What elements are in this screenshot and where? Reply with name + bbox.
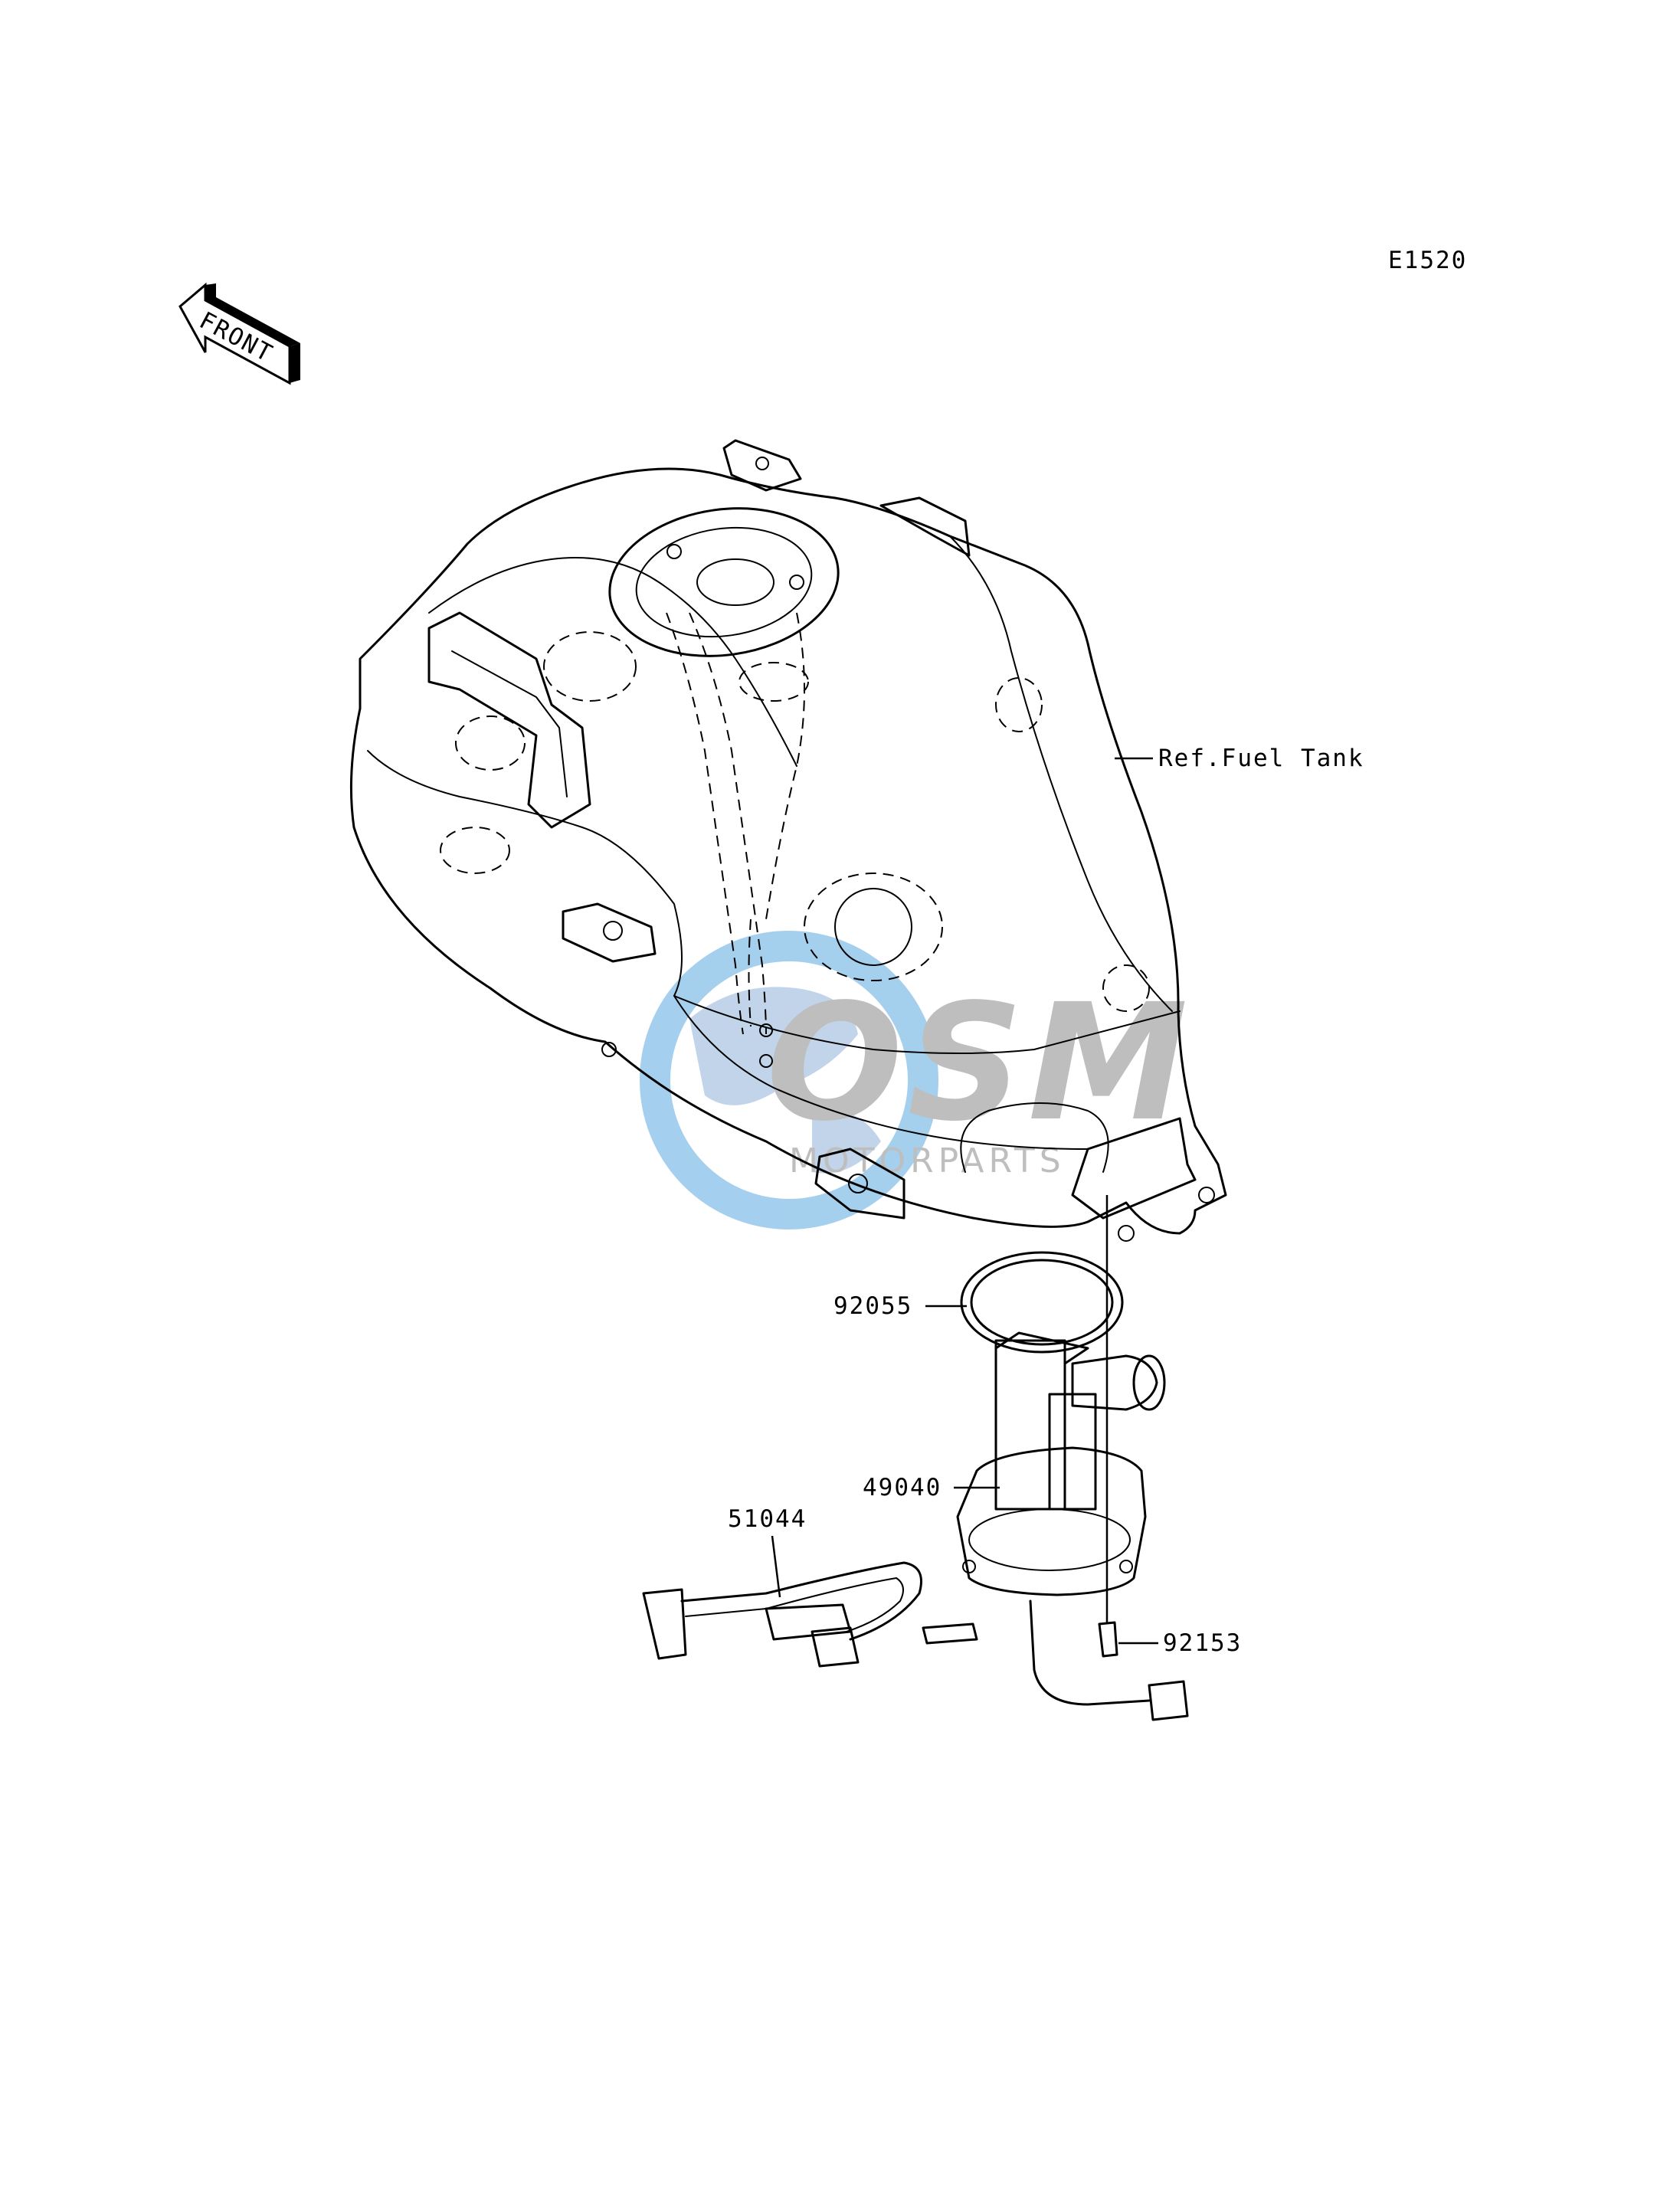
part-92055-label: 92055 (833, 1292, 912, 1320)
watermark-secondary: MOTORPARTS (789, 1141, 1066, 1180)
fuel-hose-drawing (642, 1561, 922, 1668)
ref-fuel-tank-label: Ref.Fuel Tank (1158, 745, 1364, 772)
part-51044-label: 51044 (728, 1505, 807, 1533)
diagram-code: E1520 (1388, 247, 1467, 274)
fuel-pump-drawing (922, 1331, 1189, 1721)
fuel-tank-drawing (349, 439, 1227, 1242)
part-49040-label: 49040 (863, 1474, 942, 1501)
watermark-primary: OSM (766, 969, 1193, 1157)
gasket-drawing (960, 1251, 1124, 1354)
watermark-logo: OSM MOTORPARTS (640, 931, 1193, 1229)
hose-leader (771, 1535, 781, 1598)
front-arrow-icon: FRONT (178, 282, 300, 385)
part-92153-label: 92153 (1163, 1629, 1242, 1657)
